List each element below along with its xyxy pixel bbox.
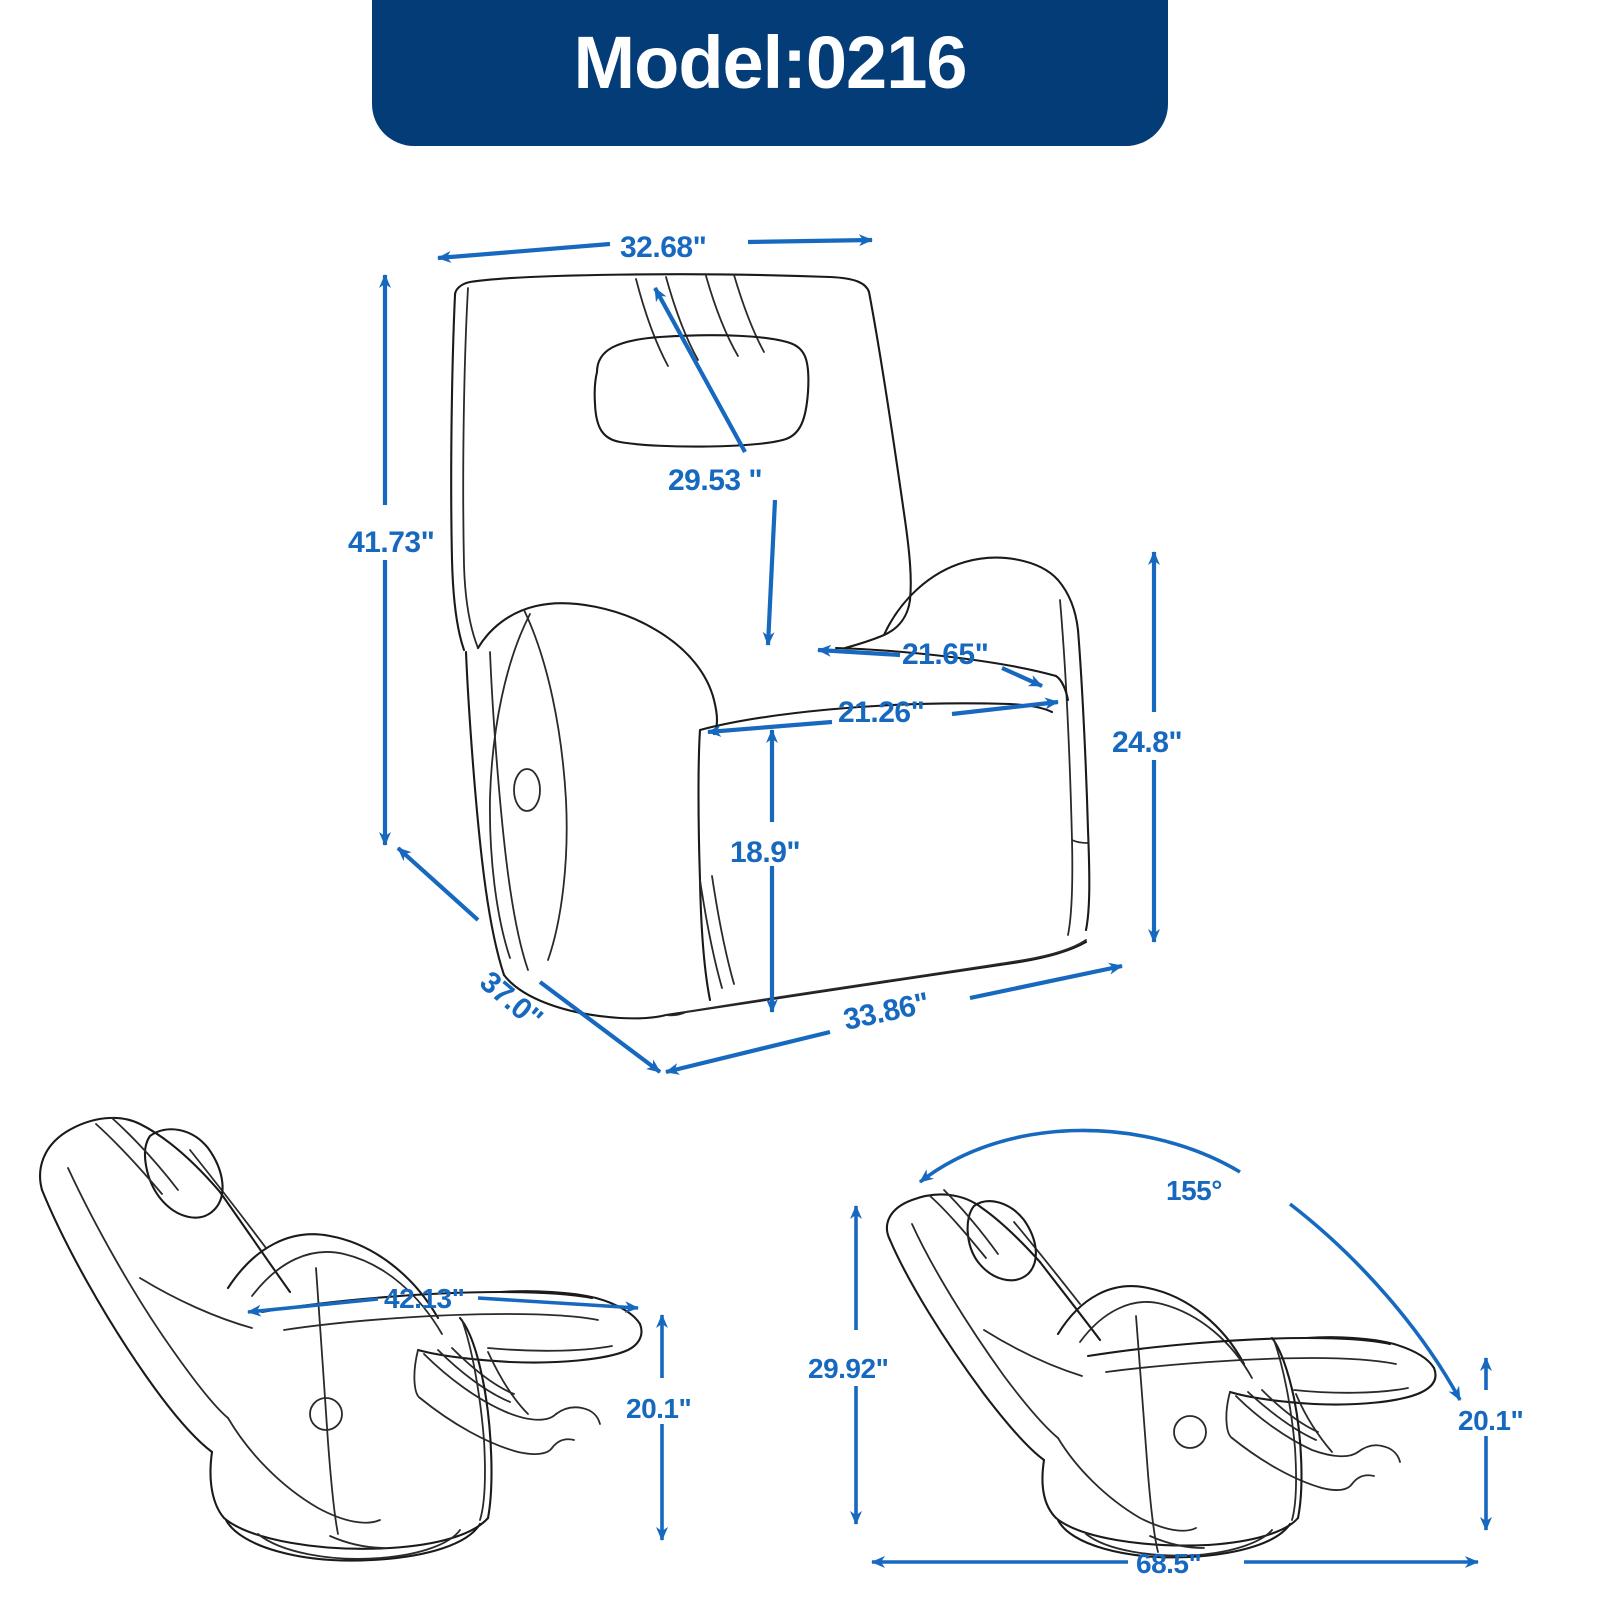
dim-height-total-label: 41.73": [348, 526, 434, 559]
dim-seat-upper-line-left: [817, 644, 901, 658]
upright-dimensions: 32.68" 41.73" 29.53 " 21.65" 21.26" 18.9…: [348, 231, 1183, 1075]
full-recline-chair-drawing: [885, 1189, 1437, 1559]
dim-bottom-line-right: [969, 962, 1123, 1001]
dim-recline-height-label: 20.1": [626, 1393, 691, 1424]
model-banner: Model:0216: [372, 0, 1168, 146]
dim-width-top-label: 32.68": [620, 231, 706, 264]
dim-backrest-label: 29.53 ": [668, 464, 762, 497]
dim-full-height-label: 29.92": [808, 1353, 888, 1384]
full-recline-dimensions: 155° 29.92" 20.1" 68.5": [808, 1128, 1524, 1579]
partial-recline-dimensions: 42.13" 20.1": [247, 1283, 692, 1541]
dim-arm-height-label: 24.8": [1112, 726, 1182, 759]
dim-full-length-label: 68.5": [1136, 1548, 1201, 1579]
partial-recline-chair-drawing: [39, 1116, 643, 1562]
dim-seat-height-label: 18.9": [730, 836, 800, 869]
dim-recline-length-line-right: [477, 1296, 639, 1314]
dim-angle-arc-left: [918, 1128, 1241, 1184]
dim-angle-label: 155°: [1166, 1175, 1222, 1206]
dim-width-top-line-right: [747, 234, 873, 247]
dim-recline-length-label: 42.13": [384, 1283, 464, 1314]
dim-backrest-line-upper: [653, 286, 747, 454]
dim-depth-line-upper: [396, 846, 480, 922]
dim-seat-upper-label: 21.65": [902, 638, 988, 671]
upright-chair-drawing: [450, 273, 1091, 1020]
dim-backrest-line-lower: [762, 499, 778, 646]
model-title: Model:0216: [573, 20, 967, 104]
dim-full-footrest-label: 20.1": [1458, 1405, 1523, 1436]
dim-bottom-label: 33.86": [841, 987, 932, 1037]
dim-recline-length-line-left: [247, 1297, 379, 1317]
dim-bottom-line-left: [665, 1029, 831, 1075]
dim-width-top-line-left: [437, 241, 611, 263]
dim-seat-upper-line-right: [1001, 666, 1043, 688]
dim-angle-arc-right: [1288, 1202, 1462, 1401]
dim-seat-lower-line-right: [951, 697, 1059, 717]
dim-seat-lower-label: 21.26": [838, 696, 924, 729]
dim-depth-line-lower: [538, 980, 662, 1074]
dim-depth-label: 37.0": [474, 965, 549, 1035]
dim-seat-lower-line-left: [707, 719, 833, 737]
